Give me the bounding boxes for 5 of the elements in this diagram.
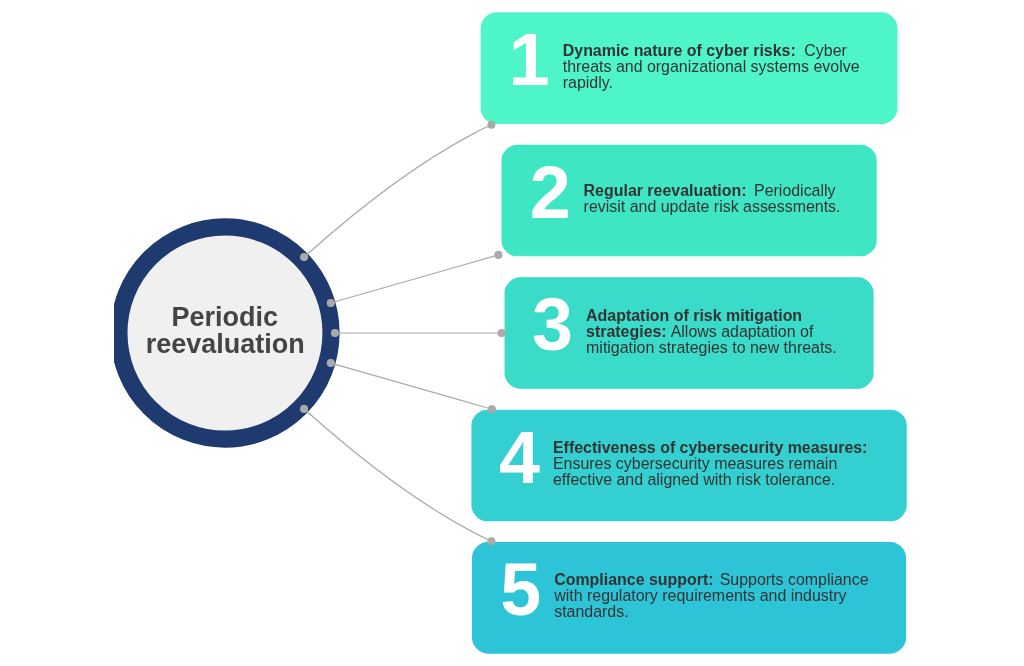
connector	[299, 120, 495, 262]
connector	[299, 404, 495, 546]
connector	[326, 358, 496, 414]
connector	[330, 328, 506, 338]
connector	[326, 250, 502, 308]
